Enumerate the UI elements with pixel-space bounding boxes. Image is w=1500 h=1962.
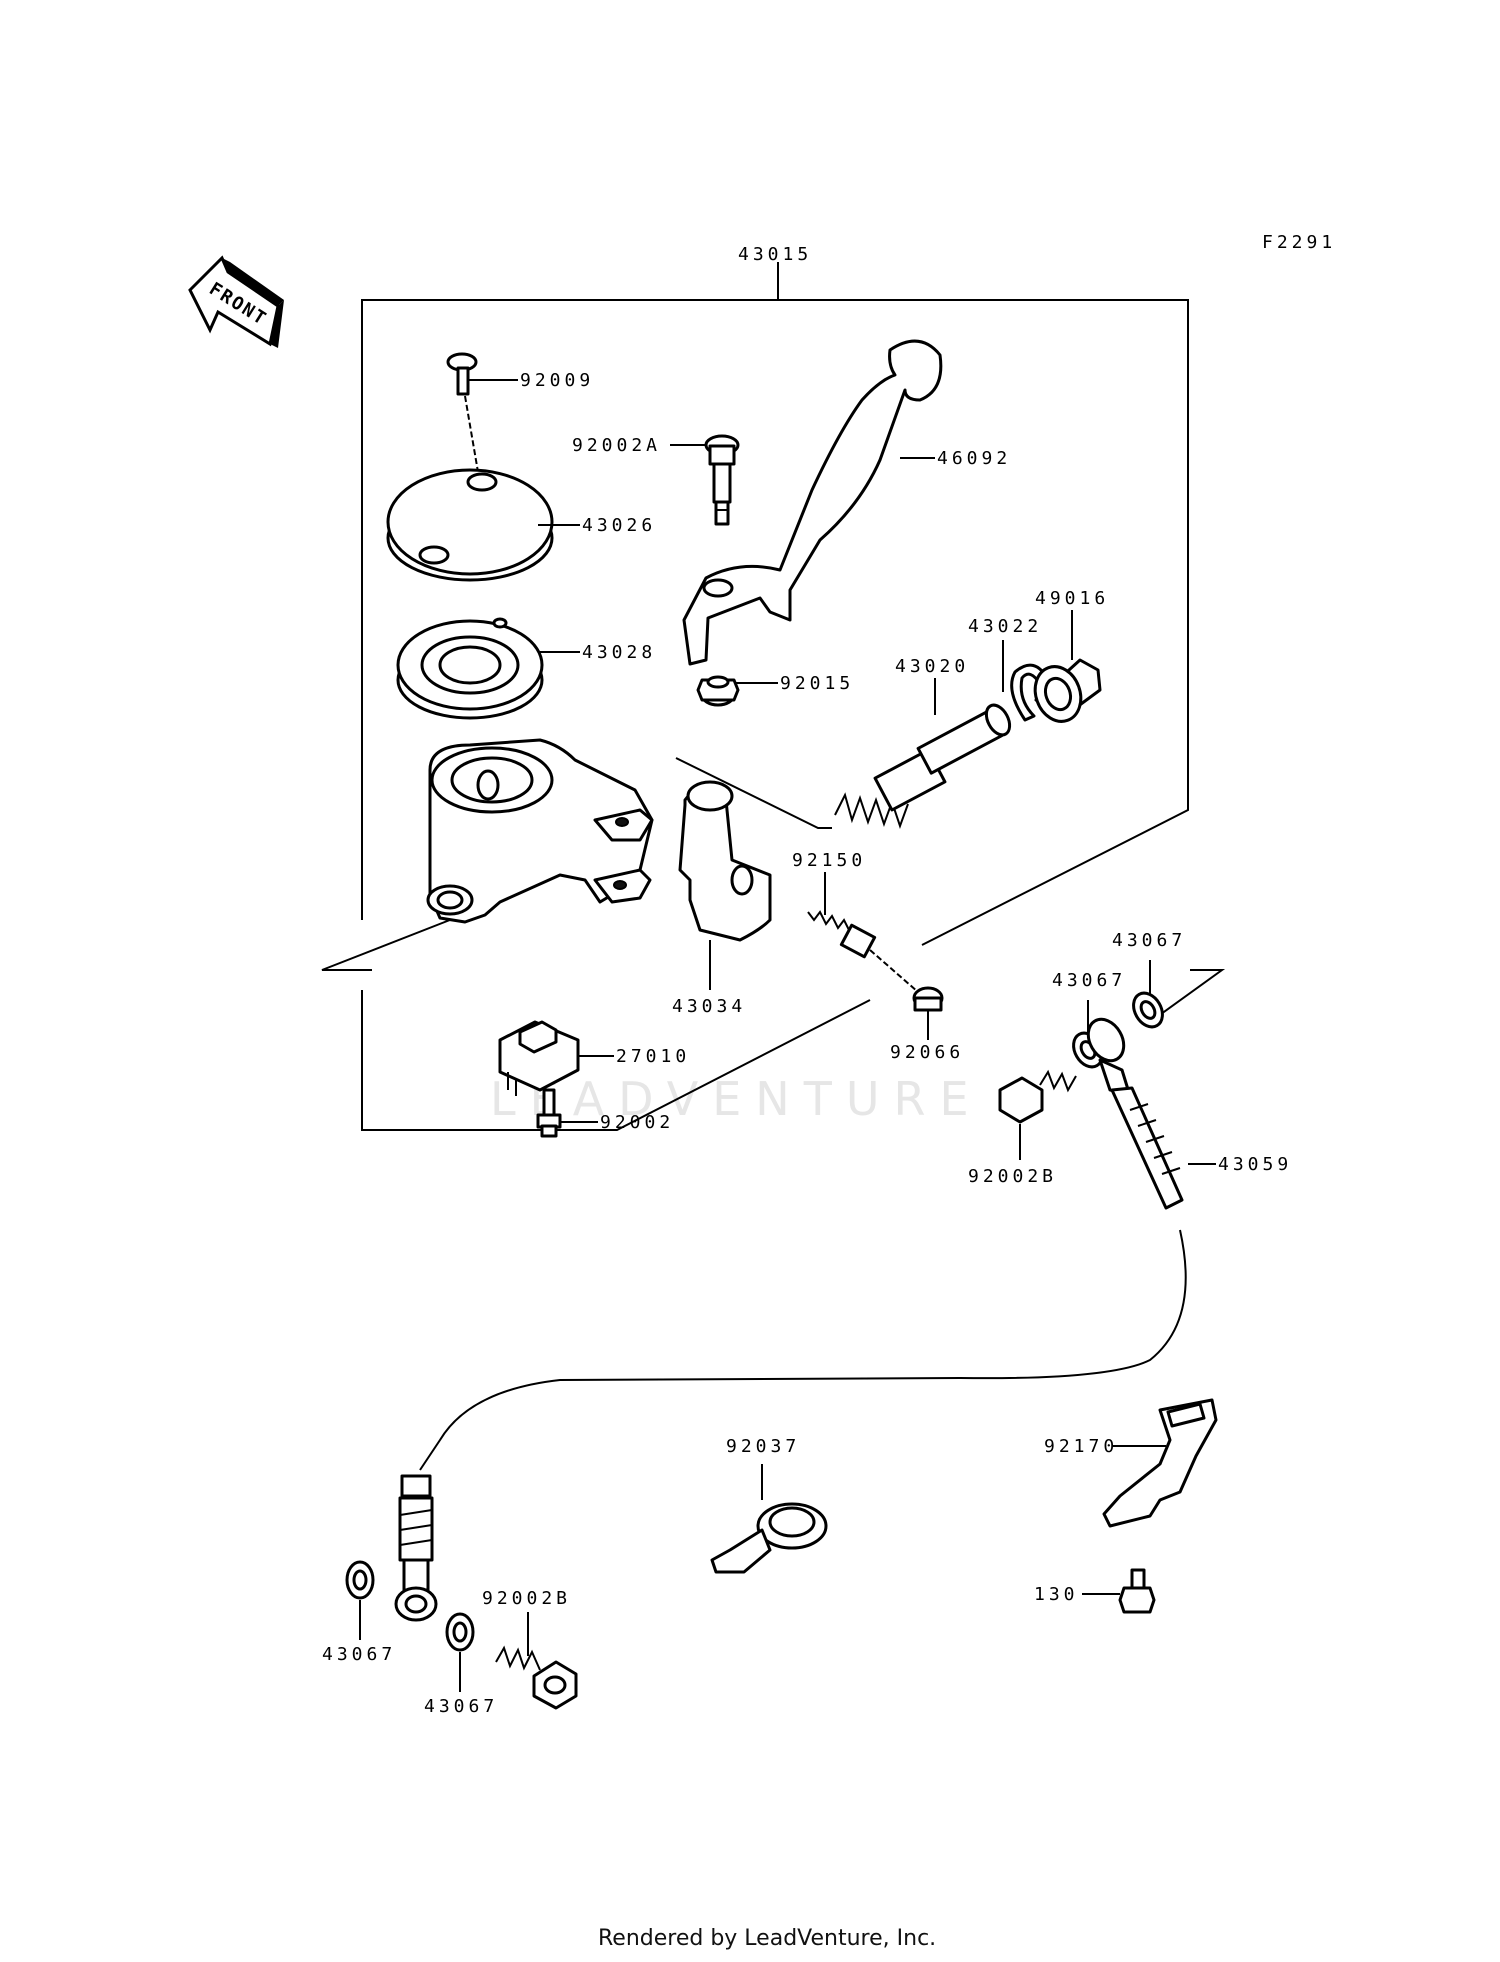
assembly-outline	[321, 262, 1189, 1131]
label-small-cap: 92066	[890, 1042, 964, 1063]
label-banjo-bolt-bottom: 92002B	[482, 1588, 571, 1609]
footer-credit: Rendered by LeadVenture, Inc.	[598, 1926, 936, 1951]
label-bracket: 92170	[1044, 1436, 1118, 1457]
small-cap-icon	[869, 949, 944, 1040]
switch-screw-icon	[536, 1088, 598, 1138]
label-washer-b: 43067	[1112, 930, 1186, 951]
label-banjo-bolt-top: 92002B	[968, 1166, 1057, 1187]
label-lever: 46092	[937, 448, 1011, 469]
banjo-union-outline	[1149, 969, 1226, 1023]
clamp-holder-icon	[678, 780, 772, 990]
label-circlip: 43022	[968, 616, 1042, 637]
label-hose: 43059	[1218, 1154, 1292, 1175]
label-switch: 27010	[616, 1046, 690, 1067]
label-diaphragm: 43028	[582, 642, 656, 663]
master-cylinder-body-icon	[426, 738, 654, 924]
label-piston: 43020	[895, 656, 969, 677]
label-clamp: 92037	[726, 1436, 800, 1457]
hose-lower-end-icon	[394, 1474, 438, 1622]
label-switch-screw: 92002	[600, 1112, 674, 1133]
bracket-bolt-icon	[1082, 1568, 1156, 1614]
dust-boot-icon	[1033, 610, 1102, 723]
label-clamp-bolt: 92150	[792, 850, 866, 871]
hose-bracket-icon	[1102, 1398, 1218, 1528]
label-bracket-bolt: 130	[1034, 1584, 1079, 1605]
hose-clamp-icon	[710, 1464, 828, 1574]
label-washer-a: 43067	[1052, 970, 1126, 991]
banjo-bolt-bottom-icon	[495, 1612, 578, 1710]
label-cap: 43026	[582, 515, 656, 536]
diaphragm-icon	[396, 617, 580, 720]
front-arrow-icon: FRONT	[188, 255, 284, 348]
label-nut: 92015	[780, 673, 854, 694]
washer-c-icon	[345, 1560, 375, 1640]
label-washer-d: 43067	[424, 1696, 498, 1717]
nut-icon	[696, 675, 778, 707]
brake-lever-icon	[682, 339, 943, 666]
watermark: LEADVENTURE	[490, 1072, 983, 1126]
label-boot: 49016	[1035, 588, 1109, 609]
piston-spring-icon	[834, 678, 1012, 830]
label-pivot-bolt: 92002A	[572, 435, 661, 456]
reservoir-cap-icon	[386, 468, 580, 582]
screw-icon	[446, 352, 518, 473]
label-washer-c: 43067	[322, 1644, 396, 1665]
brake-switch-icon	[498, 1020, 614, 1096]
pivot-bolt-icon	[670, 434, 740, 526]
label-assembly: 43015	[738, 244, 812, 265]
label-holder: 43034	[672, 996, 746, 1017]
clamp-bolt-icon	[807, 872, 877, 959]
label-screw: 92009	[520, 370, 594, 391]
brake-hose-icon	[419, 1017, 1216, 1471]
washer-d-icon	[445, 1612, 475, 1692]
banjo-bolt-top-icon	[998, 1069, 1077, 1160]
figure-code: F2291	[1262, 232, 1336, 253]
washer-b-icon	[1132, 960, 1164, 1029]
